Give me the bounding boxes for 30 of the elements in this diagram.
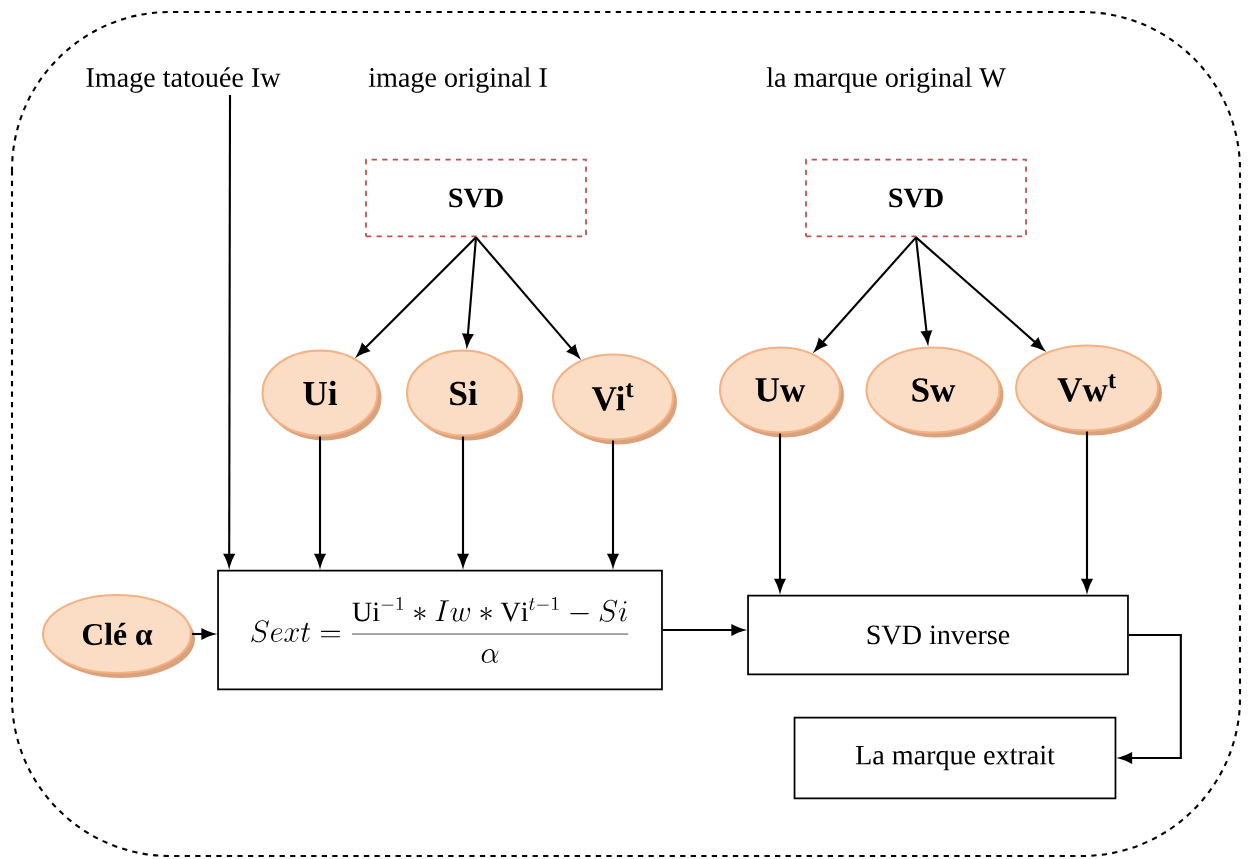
ellipse-node: Uw (718, 346, 844, 438)
arrow (662, 624, 744, 636)
arrow (223, 94, 235, 567)
input-label: image original I (368, 67, 547, 93)
input-label: la marque original W (766, 67, 1006, 93)
arrow (314, 436, 326, 567)
arrow (475, 236, 580, 358)
arrow (774, 433, 786, 592)
arrow (914, 237, 932, 344)
process-box: SVD (365, 158, 587, 238)
ellipse-node: Vi$^{t}$ (551, 353, 677, 445)
arrow (1081, 431, 1093, 592)
process-box: La marque extrait (793, 716, 1117, 800)
arrow (462, 237, 478, 347)
ellipse-node: Ui (261, 349, 382, 441)
arrow (915, 236, 1045, 351)
arrow (457, 436, 469, 567)
ellipse-node: Si (405, 349, 523, 441)
arrow (192, 628, 215, 640)
process-box: SVD (805, 158, 1027, 238)
arrow (814, 236, 917, 352)
process-box: SVD inverse (747, 594, 1129, 676)
formula-box: $Sext=\frac{\mathrm{Ui}^{-1}*Iw*\mathrm{Vi}^{t-1}-Si}{\alpha}$ (217, 569, 663, 691)
arrow (356, 236, 477, 357)
ellipse-node: Clé α (41, 593, 195, 678)
input-label: Image tatouée Iw (86, 67, 281, 93)
arrow (607, 440, 619, 567)
ellipse-node: Sw (865, 346, 1004, 438)
ellipse-node: Vw$^{t}$ (1014, 344, 1162, 436)
arrow (1119, 633, 1182, 764)
